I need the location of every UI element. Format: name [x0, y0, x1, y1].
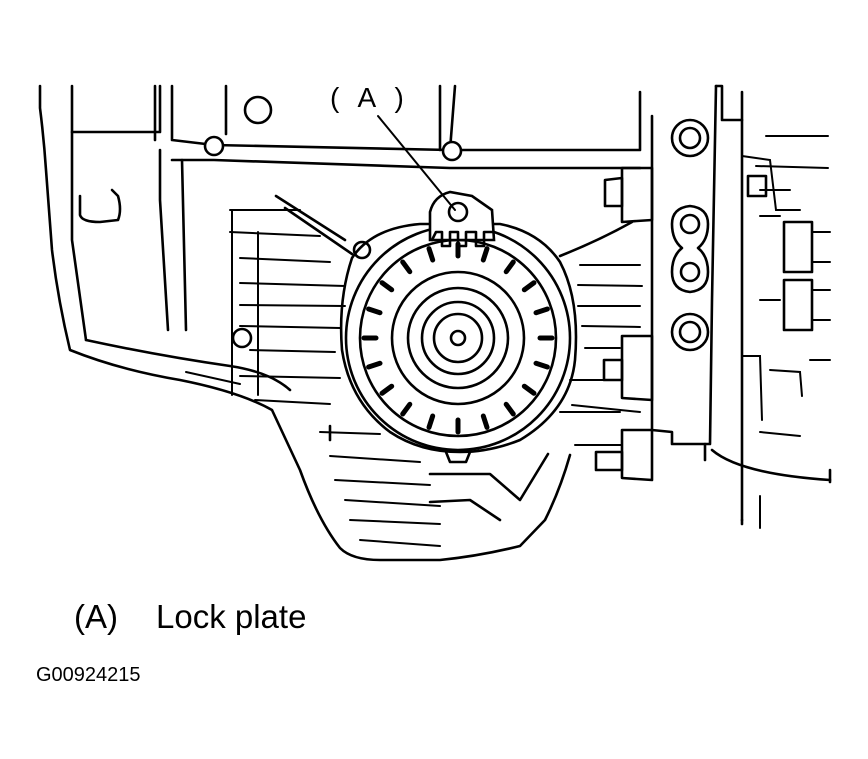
ring-slot	[480, 413, 490, 430]
legend-key: (A)	[74, 598, 118, 635]
ring-slot	[400, 259, 413, 275]
ring-slot	[426, 413, 436, 430]
housing-ribs	[185, 194, 354, 405]
housing-outline	[38, 84, 642, 562]
bolt-dots	[203, 135, 463, 349]
ring-slot	[366, 360, 383, 370]
ring-slot	[533, 360, 550, 370]
callout-label-a: ( A )	[330, 82, 410, 113]
ring-slot	[533, 306, 550, 316]
left-bracket	[78, 188, 122, 224]
ring-slot	[379, 383, 395, 396]
valve-body	[571, 84, 832, 526]
ring-slot	[379, 280, 395, 293]
right-side-components	[741, 135, 831, 529]
ring-slot	[400, 401, 413, 417]
ring-slot	[426, 246, 436, 263]
legend-description: Lock plate	[156, 598, 307, 635]
ring-slot	[480, 246, 490, 263]
lock-plate	[428, 190, 496, 248]
ring-slots	[361, 241, 555, 435]
legend-entry-lock-plate: (A) Lock plate	[74, 598, 306, 636]
ring-slot	[521, 280, 537, 293]
transmission-illustration	[38, 84, 832, 562]
callout-leader-line	[377, 115, 456, 211]
lower-ribs	[319, 424, 550, 561]
ring-slot	[503, 401, 516, 417]
figure-id: G00924215	[36, 664, 141, 686]
valve-ports	[670, 118, 710, 352]
ring-slot	[503, 259, 516, 275]
ring-slot	[366, 306, 383, 316]
right-ribs	[558, 220, 643, 446]
ring-slot	[521, 383, 537, 396]
